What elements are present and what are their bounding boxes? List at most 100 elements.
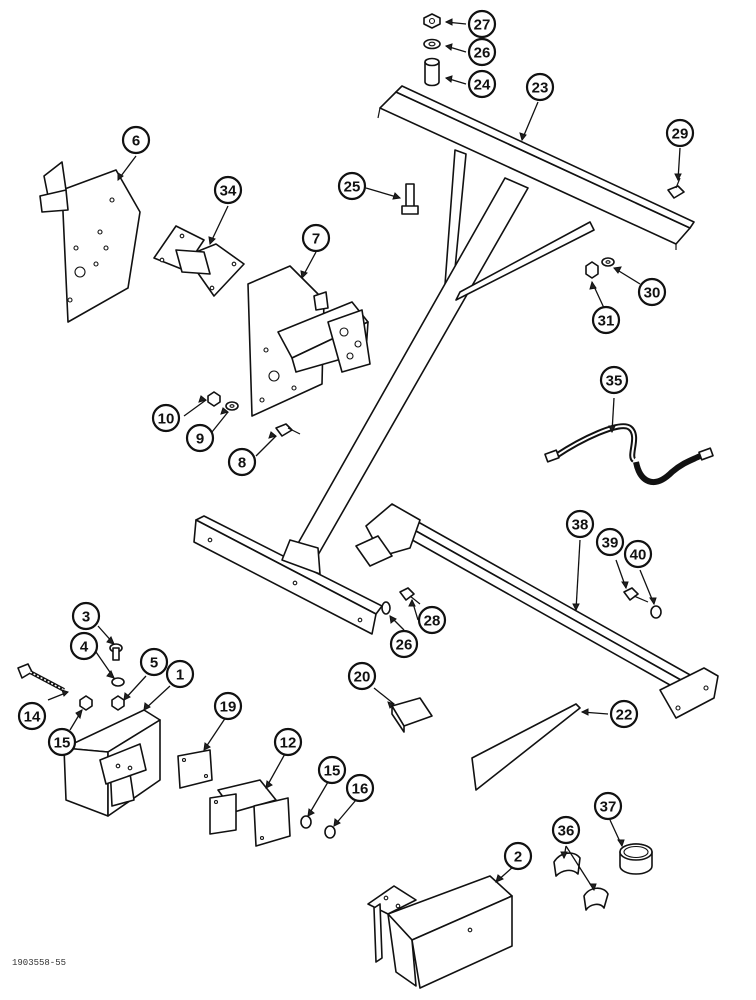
part-37-ring bbox=[619, 843, 653, 875]
part-30-washer bbox=[601, 257, 615, 267]
part-38-cross-tube bbox=[355, 503, 719, 719]
part-25-bolt bbox=[401, 183, 419, 215]
part-26-washer-top bbox=[423, 38, 441, 50]
svg-text:9: 9 bbox=[196, 431, 204, 448]
svg-text:15: 15 bbox=[54, 735, 71, 752]
part-40-nut bbox=[650, 605, 662, 619]
part-20-block bbox=[391, 697, 433, 733]
svg-text:23: 23 bbox=[532, 80, 549, 97]
part-3-bolt bbox=[109, 643, 123, 661]
callout-29: 29 bbox=[665, 118, 695, 148]
callout-6: 6 bbox=[121, 125, 151, 155]
part-22-wear-strip bbox=[471, 703, 581, 791]
callout-35: 35 bbox=[599, 365, 629, 395]
leader-arrowheads bbox=[61, 18, 682, 892]
svg-text:20: 20 bbox=[354, 669, 371, 686]
callout-31: 31 bbox=[591, 305, 621, 335]
callout-2: 2 bbox=[503, 841, 533, 871]
callout-7: 7 bbox=[301, 223, 331, 253]
svg-text:8: 8 bbox=[238, 455, 246, 472]
part-36-bushing-halves bbox=[553, 852, 609, 911]
svg-text:5: 5 bbox=[150, 655, 158, 672]
callout-30: 30 bbox=[637, 277, 667, 307]
svg-text:37: 37 bbox=[600, 799, 617, 816]
part-29-bolt bbox=[667, 177, 685, 199]
part-15-nut-lower bbox=[300, 815, 312, 829]
part-19-plate bbox=[177, 749, 213, 789]
callout-1: 1 bbox=[165, 659, 195, 689]
callout-4: 4 bbox=[69, 631, 99, 661]
callout-16: 16 bbox=[345, 773, 375, 803]
callout-23: 23 bbox=[525, 72, 555, 102]
svg-text:34: 34 bbox=[220, 183, 237, 200]
part-39-bolt bbox=[623, 587, 649, 603]
svg-text:36: 36 bbox=[558, 823, 575, 840]
callout-15-lower: 15 bbox=[317, 755, 347, 785]
part-10-nut bbox=[207, 391, 221, 407]
part-7-mount-bracket bbox=[247, 265, 371, 417]
callout-38: 38 bbox=[565, 509, 595, 539]
part-35-hose bbox=[544, 423, 714, 485]
callout-36: 36 bbox=[551, 815, 581, 845]
part-26-washer-lower bbox=[381, 601, 391, 615]
svg-text:22: 22 bbox=[616, 707, 633, 724]
svg-text:31: 31 bbox=[598, 313, 615, 330]
svg-text:24: 24 bbox=[474, 77, 491, 94]
callout-34: 34 bbox=[213, 175, 243, 205]
callout-22: 22 bbox=[609, 699, 639, 729]
svg-text:26: 26 bbox=[396, 637, 413, 654]
callout-19: 19 bbox=[213, 691, 243, 721]
callout-24: 24 bbox=[467, 69, 497, 99]
part-1-bracket bbox=[63, 709, 161, 817]
part-8-bolt bbox=[275, 423, 301, 437]
callout-9: 9 bbox=[185, 423, 215, 453]
svg-text:3: 3 bbox=[82, 609, 90, 626]
part-9-washer bbox=[225, 401, 239, 411]
part-4-washer bbox=[111, 677, 125, 687]
callout-20: 20 bbox=[347, 661, 377, 691]
callout-25: 25 bbox=[337, 171, 367, 201]
svg-text:30: 30 bbox=[644, 285, 661, 302]
svg-text:15: 15 bbox=[324, 763, 341, 780]
svg-text:39: 39 bbox=[602, 535, 619, 552]
svg-text:4: 4 bbox=[80, 639, 89, 656]
part-34-bracket bbox=[153, 225, 245, 297]
part-12-spacer-assembly bbox=[209, 779, 291, 847]
callout-8: 8 bbox=[227, 447, 257, 477]
callout-40: 40 bbox=[623, 539, 653, 569]
svg-text:19: 19 bbox=[220, 699, 237, 716]
svg-text:35: 35 bbox=[606, 373, 623, 390]
svg-text:6: 6 bbox=[132, 133, 140, 150]
svg-text:38: 38 bbox=[572, 517, 589, 534]
svg-text:1: 1 bbox=[176, 667, 184, 684]
part-24-spacer bbox=[424, 57, 440, 87]
figure-reference-code: 1903558-55 bbox=[12, 958, 67, 968]
part-5-nut bbox=[111, 695, 125, 711]
part-14-long-bolt bbox=[17, 663, 65, 692]
part-15-nut-upper bbox=[79, 695, 93, 711]
svg-text:14: 14 bbox=[24, 709, 41, 726]
part-28-bolt bbox=[399, 587, 421, 605]
svg-text:40: 40 bbox=[630, 547, 647, 564]
svg-text:16: 16 bbox=[352, 781, 369, 798]
callout-39: 39 bbox=[595, 527, 625, 557]
svg-text:25: 25 bbox=[344, 179, 361, 196]
svg-text:2: 2 bbox=[514, 849, 522, 866]
callout-3: 3 bbox=[71, 601, 101, 631]
callout-28: 28 bbox=[417, 605, 447, 635]
part-2-bracket bbox=[367, 875, 513, 989]
callout-27: 27 bbox=[467, 9, 497, 39]
part-31-nut bbox=[585, 261, 599, 279]
part-16-nut bbox=[324, 825, 336, 839]
svg-text:29: 29 bbox=[672, 126, 689, 143]
callout-15-upper: 15 bbox=[47, 727, 77, 757]
part-27-nut bbox=[423, 13, 441, 29]
part-6-mount-plate bbox=[39, 161, 141, 323]
callout-12: 12 bbox=[273, 727, 303, 757]
callout-5: 5 bbox=[139, 647, 169, 677]
callout-37: 37 bbox=[593, 791, 623, 821]
svg-text:7: 7 bbox=[312, 231, 320, 248]
callout-26: 26 bbox=[467, 37, 497, 67]
